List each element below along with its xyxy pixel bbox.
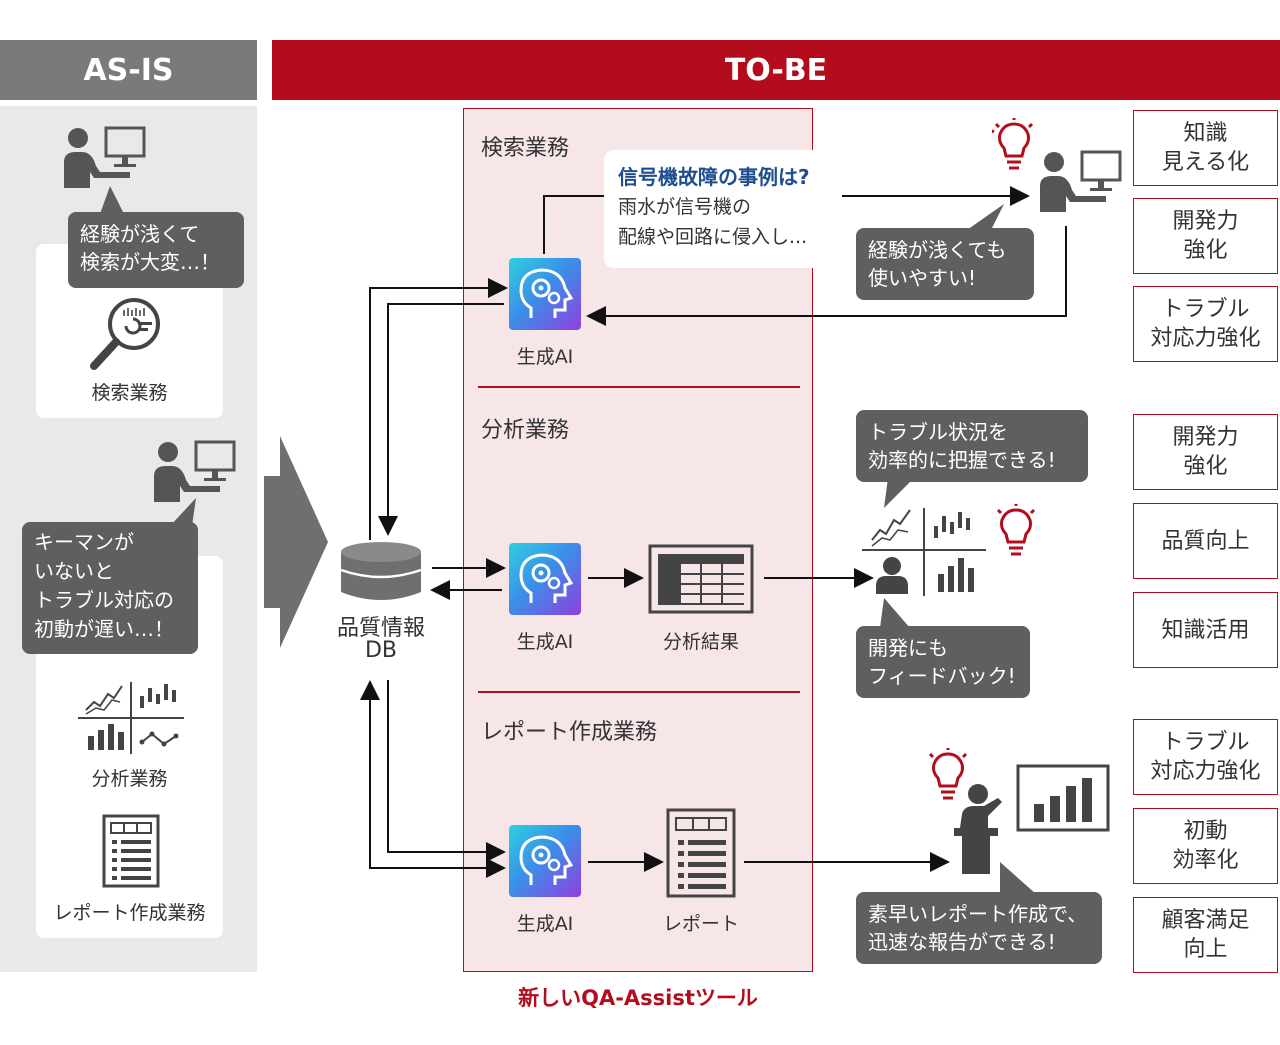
- db-label-line1: 品質情報: [336, 616, 425, 641]
- effect-box: 知識活用: [1133, 592, 1278, 668]
- as-is-bubble-keyman-line4: 初動が遅い…！: [34, 617, 174, 641]
- person-with-charts-icon: [862, 508, 986, 596]
- effect-box: 初動 効率化: [1133, 808, 1278, 884]
- bubble-feedback-line1: 開発にも: [868, 636, 948, 660]
- bubble-feedback-line2: フィードバック!: [868, 664, 1016, 688]
- presenter-icon: [954, 764, 1110, 874]
- as-is-header: AS-IS: [0, 40, 257, 100]
- tool-search-title: 検索業務: [481, 136, 570, 161]
- ai-label-search: 生成AI: [516, 346, 574, 368]
- bubble-tail: [880, 598, 910, 628]
- report-document-icon: [102, 814, 160, 888]
- query-answer-line1: 雨水が信号機の: [618, 196, 752, 218]
- section-divider: [478, 386, 800, 388]
- magnifier-search-icon: [90, 298, 160, 370]
- as-is-search-label: 検索業務: [91, 382, 168, 404]
- query-example-box: 信号機故障の事例は? 雨水が信号機の 配線や回路に侵入し...: [604, 150, 842, 268]
- analysis-charts-icon: [78, 682, 184, 754]
- as-is-bubble-keyman-line1: キーマンが: [34, 530, 134, 554]
- bubble-easy-to-use: 経験が浅くても 使いやすい!: [856, 228, 1034, 300]
- bubble-tail: [884, 478, 914, 508]
- bubble-tail: [1000, 862, 1036, 894]
- lightbulb-icon: [992, 118, 1034, 170]
- ai-label-analysis: 生成AI: [516, 631, 574, 653]
- as-is-bubble-search-line1: 経験が浅くて: [80, 222, 200, 246]
- lightbulb-icon: [996, 504, 1036, 556]
- transition-arrow: [264, 436, 328, 648]
- bubble-easy-line1: 経験が浅くても: [868, 238, 1007, 262]
- generative-ai-icon: [509, 258, 581, 330]
- query-question: 信号機故障の事例は?: [618, 165, 810, 189]
- person-at-computer-icon: [1040, 150, 1122, 212]
- as-is-bubble-search-line2: 検索が大変…！: [80, 250, 220, 274]
- to-be-title: TO-BE: [724, 52, 828, 88]
- effect-box: 顧客満足 向上: [1133, 897, 1278, 973]
- as-is-analysis-label: 分析業務: [91, 768, 168, 790]
- effect-box: 知識 見える化: [1133, 110, 1278, 186]
- as-is-report-label: レポート作成業務: [53, 902, 206, 924]
- effect-box: 開発力 強化: [1133, 198, 1278, 274]
- tool-report-title: レポート作成業務: [481, 720, 658, 745]
- effect-box: 開発力 強化: [1133, 414, 1278, 490]
- bubble-feedback: 開発にも フィードバック!: [856, 626, 1030, 698]
- effect-box: 品質向上: [1133, 503, 1278, 579]
- as-is-bubble-search: 経験が浅くて 検索が大変…！: [68, 212, 244, 288]
- bubble-report-line1: 素早いレポート作成で、: [868, 902, 1088, 926]
- database-icon: [340, 542, 422, 600]
- bubble-fast-report: 素早いレポート作成で、 迅速な報告ができる!: [856, 892, 1102, 964]
- analysis-result-label: 分析結果: [662, 631, 739, 653]
- report-document-icon: [666, 808, 736, 898]
- query-answer-line2: 配線や回路に侵入し...: [618, 226, 808, 248]
- bubble-tail: [964, 204, 1004, 232]
- lightbulb-icon: [928, 748, 968, 800]
- bubble-tail: [170, 498, 196, 526]
- bubble-trouble-status: トラブル状況を 効率的に把握できる!: [856, 410, 1088, 482]
- as-is-bubble-keyman-line2: いないと: [34, 559, 114, 583]
- bubble-trouble-line1: トラブル状況を: [868, 420, 1008, 444]
- bubble-tail: [100, 186, 124, 214]
- as-is-bubble-keyman: キーマンが いないと トラブル対応の 初動が遅い…！: [22, 522, 198, 654]
- ai-label-report: 生成AI: [516, 913, 574, 935]
- tool-analysis-title: 分析業務: [481, 418, 570, 443]
- generative-ai-icon: [509, 543, 581, 615]
- section-divider: [478, 691, 800, 693]
- bubble-report-line2: 迅速な報告ができる!: [868, 930, 1056, 954]
- effect-box: トラブル 対応力強化: [1133, 286, 1278, 362]
- bubble-trouble-line2: 効率的に把握できる!: [868, 448, 1056, 472]
- tool-footer-label: 新しいQA-Assistツール: [518, 986, 758, 1010]
- report-doc-label: レポート: [662, 913, 739, 935]
- effect-box: トラブル 対応力強化: [1133, 719, 1278, 795]
- analysis-result-table-icon: [648, 544, 754, 614]
- as-is-title: AS-IS: [83, 52, 174, 88]
- as-is-bubble-keyman-line3: トラブル対応の: [34, 588, 174, 612]
- generative-ai-icon: [509, 825, 581, 897]
- person-at-computer-icon: [154, 440, 236, 502]
- bubble-easy-line2: 使いやすい!: [868, 266, 977, 290]
- person-at-computer-icon: [64, 126, 146, 188]
- to-be-header: TO-BE: [272, 40, 1280, 100]
- db-label-line2: DB: [364, 638, 398, 663]
